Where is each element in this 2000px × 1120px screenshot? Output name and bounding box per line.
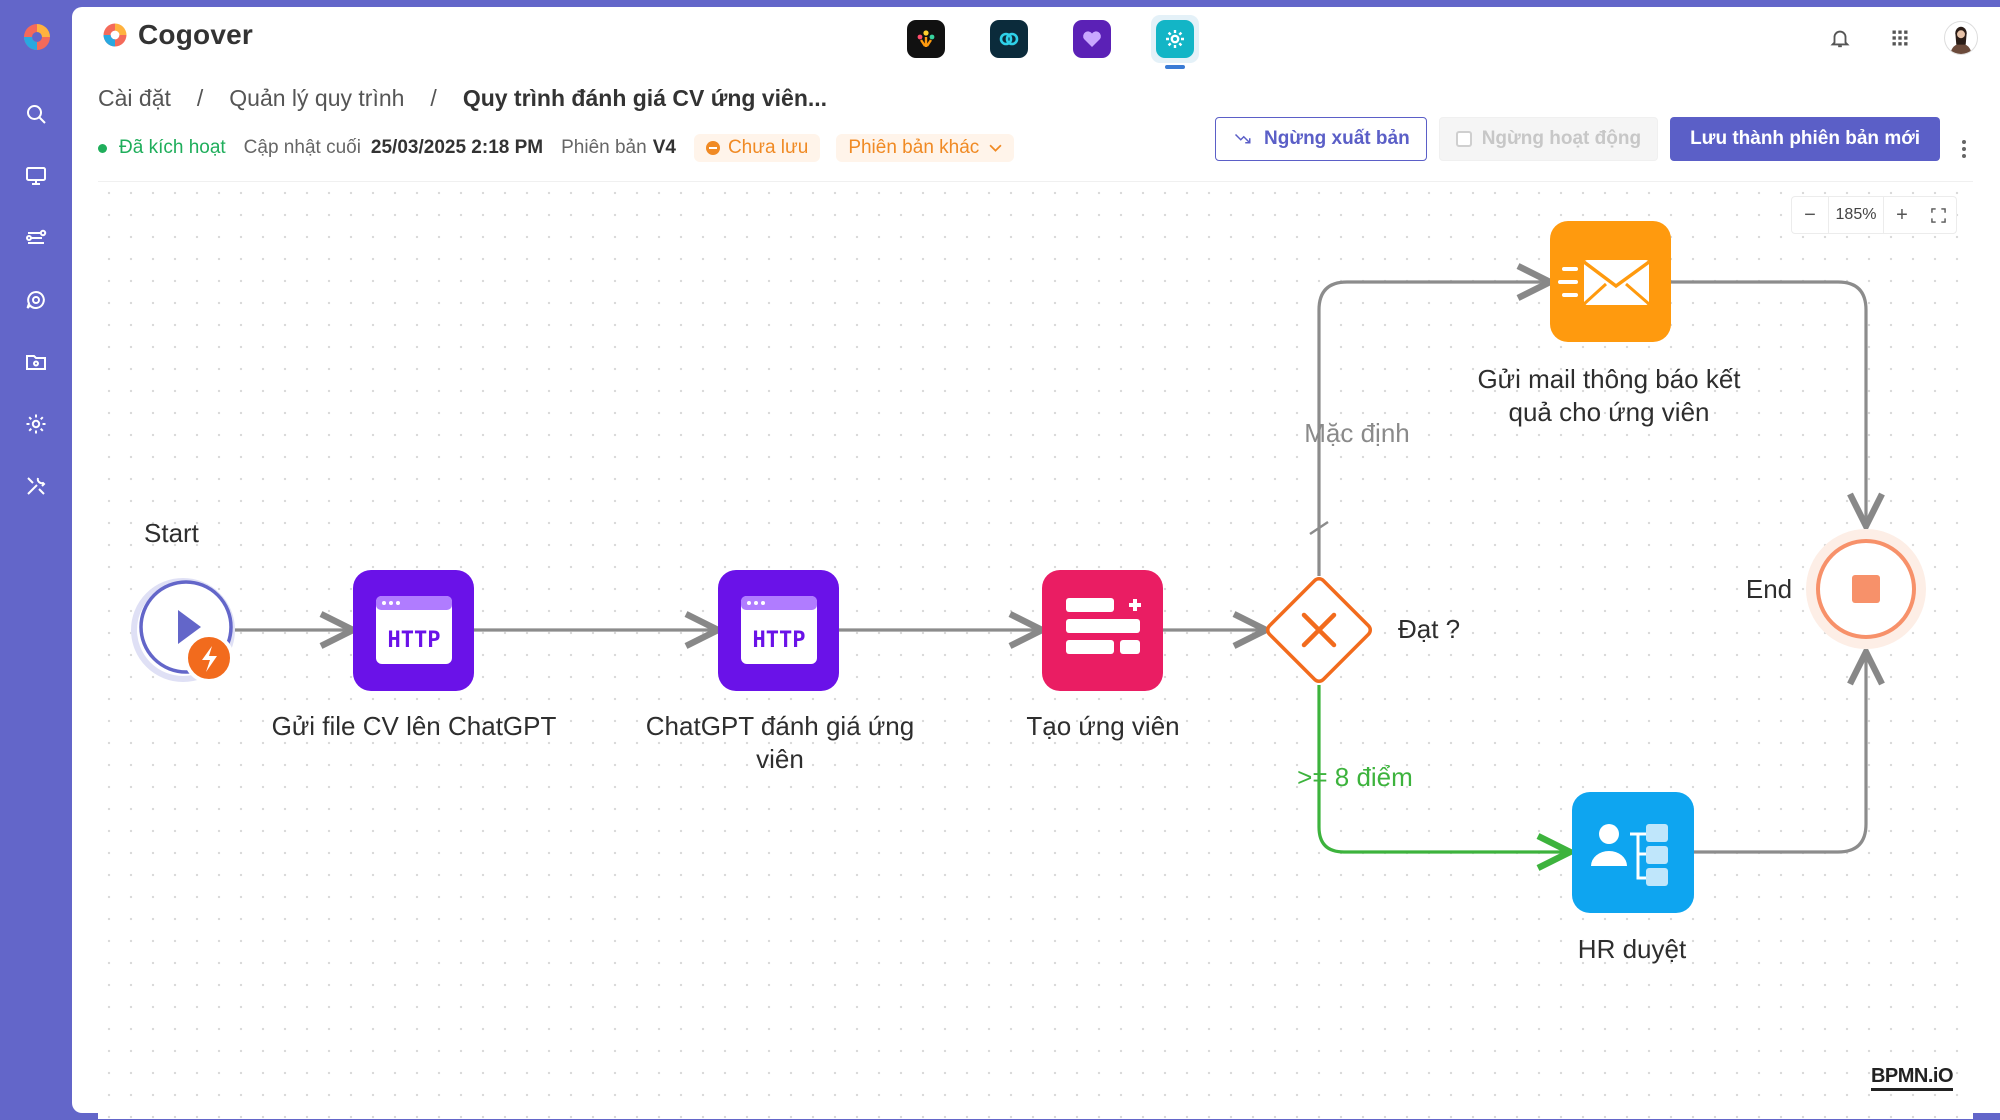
active-status-dot <box>98 143 107 153</box>
sequence-flows <box>235 282 1866 852</box>
start-label: Start <box>144 518 200 548</box>
breadcrumb-settings[interactable]: Cài đặt <box>98 85 171 111</box>
more-options-icon[interactable] <box>1954 135 1974 163</box>
app-switcher <box>902 15 1199 69</box>
deactivate-button[interactable]: Ngừng hoạt động <box>1438 117 1659 161</box>
search-icon[interactable] <box>18 96 54 132</box>
gateway-pass[interactable] <box>1265 576 1373 684</box>
pass-flow-label: >= 8 điểm <box>1297 762 1413 792</box>
task-chatgpt-eval[interactable]: HTTP <box>718 570 839 691</box>
brand-name: Cogover <box>138 19 253 50</box>
version-label: Phiên bản <box>561 137 647 158</box>
other-versions-dropdown[interactable]: Phiên bản khác <box>836 134 1015 162</box>
flow-default[interactable] <box>1317 282 1550 576</box>
http-badge: HTTP <box>753 628 806 653</box>
people-app-icon <box>907 20 945 58</box>
process-diagram: Start HTTP Gửi file CV lên ChatGPT HTTP … <box>131 221 1926 964</box>
folder-icon[interactable] <box>18 344 54 380</box>
trend-down-icon <box>1234 133 1251 144</box>
connect-app-icon <box>990 20 1028 58</box>
zoom-controls: − 185% + <box>1791 196 1957 234</box>
cogover-brand-icon <box>103 23 127 47</box>
unsaved-label: Chưa lưu <box>727 137 809 158</box>
save-new-version-button[interactable]: Lưu thành phiên bản mới <box>1670 117 1940 161</box>
zoom-level: 185% <box>1828 197 1884 233</box>
monitor-icon[interactable] <box>18 158 54 194</box>
task-send-mail-label-line2: quả cho ứng viên <box>1509 397 1710 427</box>
breadcrumb-separator: / <box>430 85 437 111</box>
user-avatar[interactable] <box>1944 21 1978 55</box>
app-settings[interactable] <box>1151 15 1199 69</box>
breadcrumb-separator: / <box>196 85 204 111</box>
top-right-tools <box>1824 21 1978 55</box>
zoom-in-icon[interactable]: + <box>1896 203 1908 226</box>
default-flow-mark <box>1309 520 1329 536</box>
grid-menu-icon[interactable] <box>1884 22 1916 54</box>
bell-icon[interactable] <box>1824 22 1856 54</box>
breadcrumb-process-management[interactable]: Quản lý quy trình <box>229 85 405 111</box>
default-flow-label: Mặc định <box>1304 418 1410 448</box>
app-connect[interactable] <box>985 15 1033 63</box>
main-panel: Cogover <box>72 7 2000 1119</box>
deactivate-label: Ngừng hoạt động <box>1481 128 1642 149</box>
app-people[interactable] <box>902 15 950 63</box>
settings-gear-icon[interactable] <box>18 406 54 442</box>
tools-icon[interactable] <box>18 468 54 504</box>
status-row: Đã kích hoạt Cập nhật cuối 25/03/2025 2:… <box>98 133 1015 163</box>
unpublish-label: Ngừng xuất bản <box>1263 128 1410 149</box>
fullscreen-icon[interactable] <box>1920 197 1956 233</box>
task-send-cv-label: Gửi file CV lên ChatGPT <box>272 711 557 741</box>
other-versions-label: Phiên bản khác <box>848 137 980 158</box>
action-buttons: Ngừng xuất bản Ngừng hoạt động Lưu thành… <box>1214 117 1940 161</box>
top-bar: Cogover <box>72 7 2000 69</box>
flow-hr-to-end[interactable] <box>1694 652 1866 854</box>
chat-support-icon[interactable] <box>18 282 54 318</box>
flow-pass[interactable] <box>1317 685 1570 852</box>
save-new-version-label: Lưu thành phiên bản mới <box>1690 128 1920 149</box>
updated-label: Cập nhật cuối <box>243 137 361 158</box>
unsaved-badge: Chưa lưu <box>693 134 821 162</box>
gateway-label: Đạt ? <box>1398 614 1460 644</box>
task-send-cv[interactable]: HTTP <box>353 570 474 691</box>
end-label: End <box>1746 574 1792 604</box>
zoom-out-icon[interactable]: − <box>1804 203 1816 226</box>
version-value: V4 <box>652 137 676 158</box>
workflow-icon[interactable] <box>18 220 54 256</box>
app-heart[interactable] <box>1068 15 1116 63</box>
http-badge: HTTP <box>388 628 441 653</box>
task-hr-approve[interactable] <box>1572 792 1694 913</box>
task-hr-approve-label: HR duyệt <box>1578 934 1687 964</box>
page-title: Quy trình đánh giá CV ứng viên... <box>462 85 828 111</box>
chevron-down-icon <box>989 144 1002 152</box>
task-send-mail-label-line1: Gửi mail thông báo kết <box>1477 364 1741 394</box>
unpublish-button[interactable]: Ngừng xuất bản <box>1214 117 1427 161</box>
bpmn-canvas[interactable]: − 185% + <box>98 181 1973 1119</box>
end-event[interactable] <box>1806 529 1926 649</box>
settings-app-icon <box>1156 20 1194 58</box>
brand[interactable]: Cogover <box>100 19 253 51</box>
cogover-logo-icon[interactable] <box>20 20 54 54</box>
task-chatgpt-eval-label-line1: ChatGPT đánh giá ứng <box>646 711 914 741</box>
task-send-mail[interactable] <box>1550 221 1671 342</box>
updated-value: 25/03/2025 2:18 PM <box>370 137 544 158</box>
deactivate-checkbox <box>1455 131 1472 147</box>
flow-mail-to-end[interactable] <box>1671 280 1866 526</box>
task-chatgpt-eval-label-line2: viên <box>756 744 804 774</box>
active-status-label: Đã kích hoạt <box>119 137 226 158</box>
left-sidebar <box>0 0 72 1120</box>
task-create-candidate[interactable] <box>1042 570 1163 691</box>
start-event[interactable] <box>131 578 235 683</box>
heart-app-icon <box>1073 20 1111 58</box>
bpmn-io-watermark[interactable]: BPMN.iO <box>1870 1065 1954 1091</box>
unsaved-icon <box>705 141 720 155</box>
breadcrumb: Cài đặt / Quản lý quy trình / Quy trình … <box>98 85 827 112</box>
task-create-candidate-label: Tạo ứng viên <box>1026 711 1179 741</box>
